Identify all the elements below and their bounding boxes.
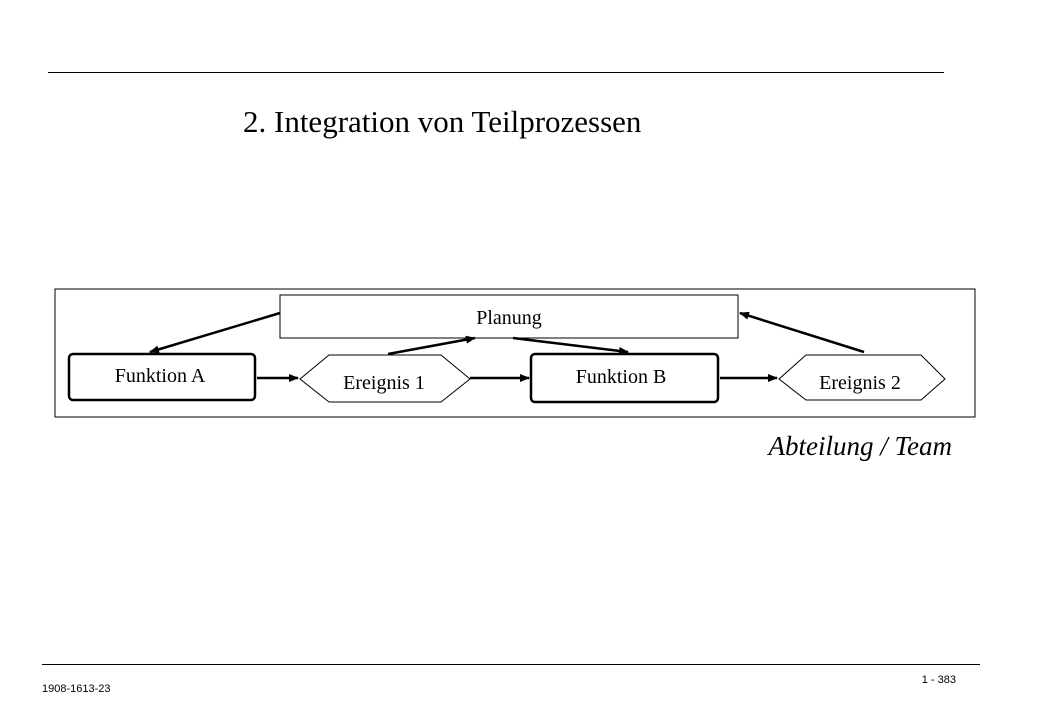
event-1-label: Ereignis 1 [343, 372, 425, 394]
page-number: 1 - 383 [921, 674, 956, 686]
event-2-label: Ereignis 2 [819, 372, 901, 394]
bottom-rule [42, 664, 980, 665]
arrow-planning-to-function-a [149, 311, 281, 354]
function-a-box [67, 352, 257, 402]
event-2-hexagon [778, 354, 946, 401]
planning-box [279, 294, 739, 339]
arrow-planning-to-function-b [512, 336, 629, 355]
page-title: 2. Integration von Teilprozessen [243, 104, 642, 139]
document-code: 1908-1613-23 [42, 683, 111, 695]
function-b-label: Funktion B [576, 366, 667, 388]
planning-label: Planung [476, 307, 542, 329]
department-caption: Abteilung / Team [768, 431, 952, 461]
function-a-label: Funktion A [115, 365, 206, 387]
department-frame [54, 288, 976, 418]
arrow-event-1-to-planning [387, 335, 476, 356]
arrow-event-2-to-planning [739, 311, 865, 354]
top-rule [48, 72, 944, 73]
